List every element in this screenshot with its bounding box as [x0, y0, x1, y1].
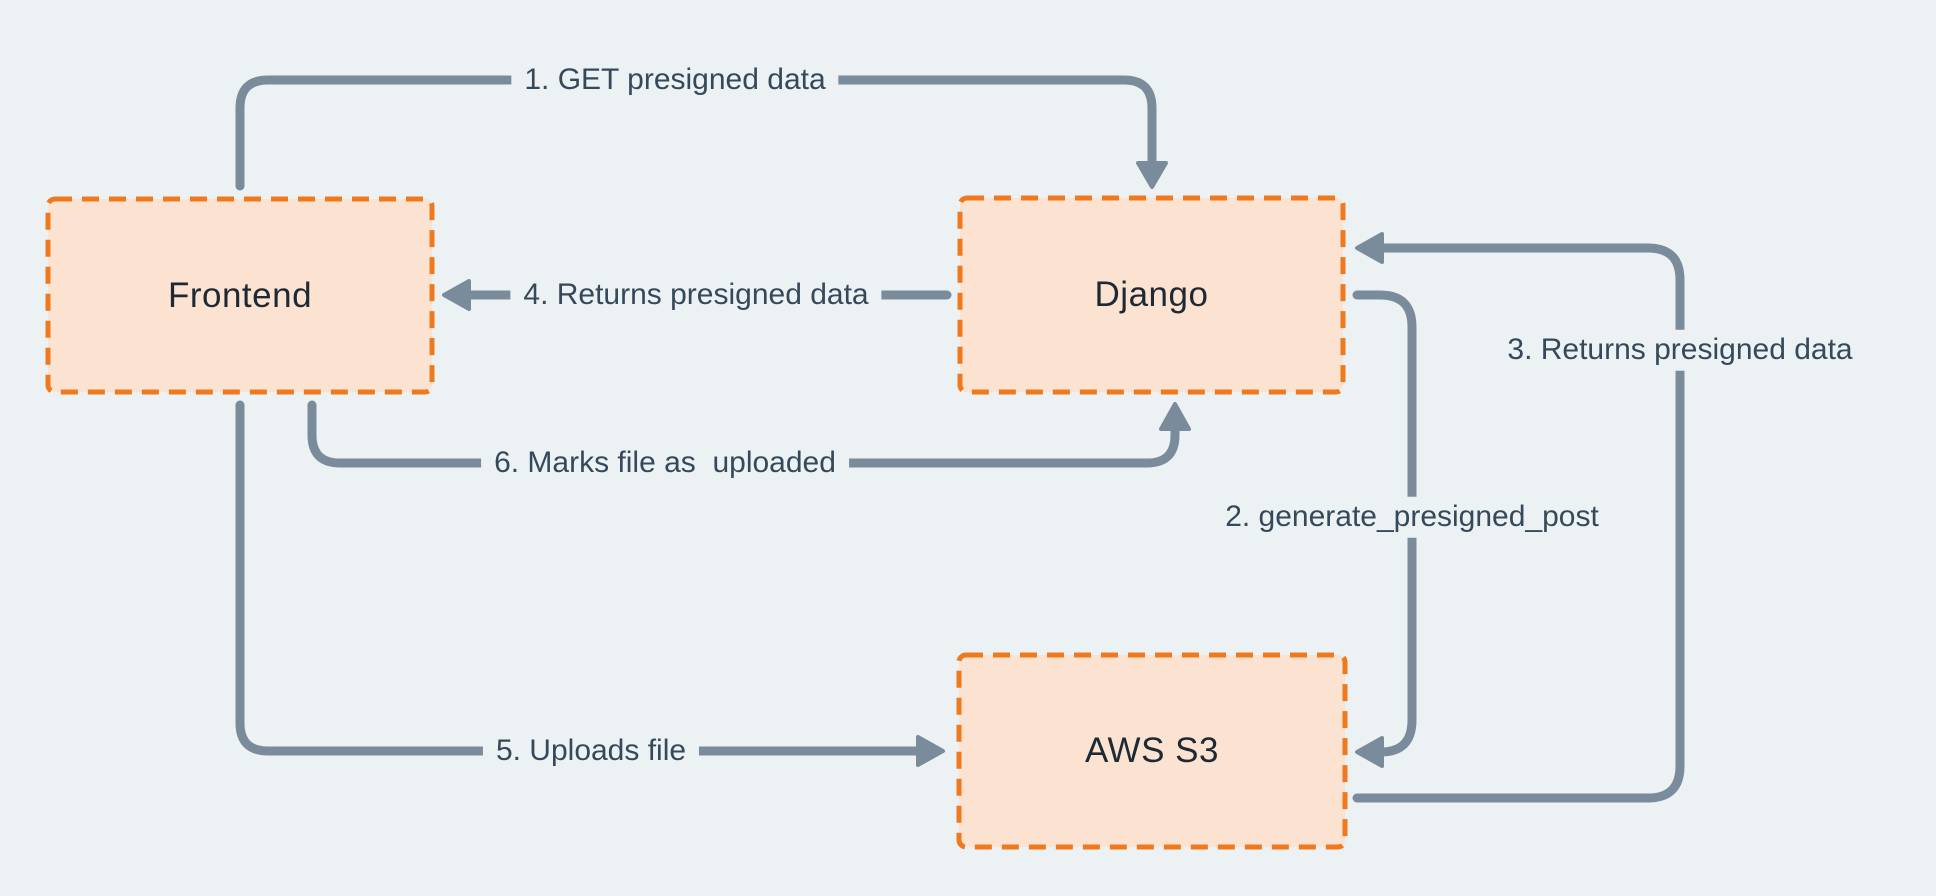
edge-6-marks-file-uploaded	[307, 400, 1191, 468]
edge-5-arrowhead	[916, 735, 945, 767]
edge-3-arrowhead	[1355, 232, 1384, 264]
node-django-box	[957, 195, 1346, 395]
edge-2-line	[1352, 290, 1417, 757]
edge-6-line	[307, 400, 1180, 468]
edge-1-line	[235, 75, 1157, 191]
edge-6-arrowhead	[1159, 402, 1191, 431]
edge-3-returns-presigned-data	[1352, 232, 1685, 803]
edge-4-returns-presigned-data	[442, 279, 952, 311]
node-frontend-box	[45, 196, 435, 395]
node-aws-s3-box	[956, 652, 1348, 850]
edge-2-generate-presigned-post	[1352, 290, 1417, 768]
edge-5-line	[235, 400, 923, 756]
edge-2-arrowhead	[1355, 736, 1384, 768]
edge-4-arrowhead	[442, 279, 471, 311]
edge-3-line	[1352, 243, 1685, 803]
edge-5-uploads-file	[235, 400, 945, 767]
edge-1-arrowhead	[1136, 161, 1168, 189]
edge-1-get-presigned-data	[235, 75, 1168, 191]
